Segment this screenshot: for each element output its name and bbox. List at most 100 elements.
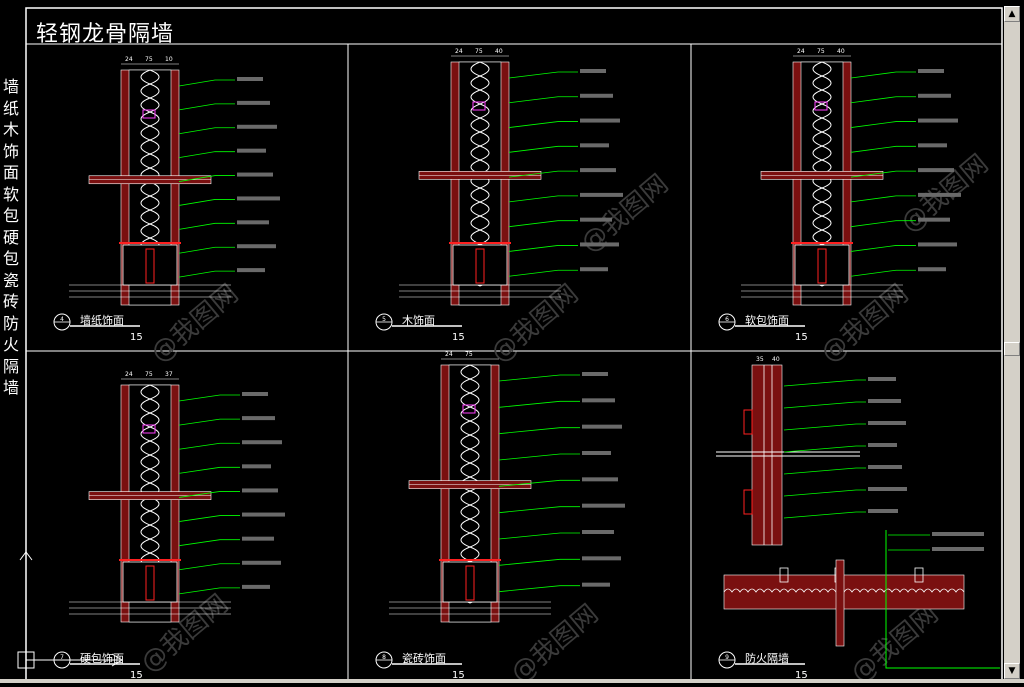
leader-note	[868, 509, 898, 513]
clip-mark	[472, 101, 486, 111]
leader-line	[178, 418, 240, 426]
leader-note	[582, 372, 608, 376]
dimension-label: 24	[125, 56, 133, 63]
anchor-bolt	[817, 248, 827, 284]
leader-line	[508, 71, 578, 79]
leader-note	[580, 93, 613, 98]
section-name: 防火隔墙	[745, 651, 789, 665]
side-title-char: 木	[2, 120, 19, 139]
dimension-label: 75	[145, 371, 153, 378]
leader-note	[868, 377, 896, 381]
leader-note	[242, 416, 275, 421]
section-scale: 15	[795, 670, 808, 681]
fire-clip	[743, 409, 753, 435]
leader-note	[582, 530, 614, 534]
side-title-char: 墙	[2, 378, 19, 397]
leader-note	[918, 168, 954, 173]
section-scale: 15	[795, 332, 808, 343]
side-title-char: 纸	[2, 98, 19, 118]
leader-note	[237, 148, 266, 153]
side-title-char: 包	[2, 249, 19, 268]
leader-note	[918, 143, 947, 148]
leader-line	[783, 445, 866, 453]
leader-line	[850, 96, 916, 104]
leader-note	[582, 398, 615, 403]
leader-note	[918, 118, 958, 123]
dimension-label: 40	[772, 356, 780, 363]
leader-line	[498, 427, 580, 435]
leader-note	[580, 192, 623, 197]
leader-note	[242, 584, 270, 589]
leader-line	[885, 530, 1000, 669]
leader-line	[850, 121, 916, 128]
bottom-track	[442, 561, 498, 603]
leader-line	[850, 145, 916, 153]
dimension-label: 24	[125, 371, 133, 378]
side-title-char: 隔	[2, 356, 19, 376]
watermark-text: @我图网	[845, 599, 944, 683]
leader-note	[242, 392, 268, 396]
leader-line	[178, 587, 240, 595]
leader-note	[918, 217, 950, 222]
anchor-bolt	[145, 565, 155, 601]
floor-anchor	[914, 567, 924, 583]
anchor-bolt	[465, 565, 475, 601]
wall-section-9: 35 40 9 防火隔墙 15	[716, 356, 1000, 681]
leader-note	[237, 196, 280, 201]
dimension-label: 40	[837, 48, 845, 55]
dimension-label: 37	[165, 371, 173, 378]
side-title-char: 软	[2, 184, 19, 204]
leader-line	[498, 585, 580, 593]
leader-line	[508, 220, 578, 228]
section-number: 9	[725, 654, 729, 661]
leader-note	[582, 582, 610, 587]
leader-note	[582, 451, 611, 455]
watermark-text: @我图网	[505, 599, 604, 683]
leader-note	[242, 464, 271, 469]
section-number: 8	[382, 654, 386, 661]
scroll-down-button[interactable]: ▼	[1004, 663, 1020, 679]
section-scale: 15	[130, 332, 143, 343]
leader-line	[178, 175, 235, 182]
vertical-scrollbar[interactable]: ▲ ▼	[1004, 6, 1020, 679]
leader-note	[580, 168, 616, 173]
leader-note	[582, 477, 618, 482]
leader-line	[178, 491, 240, 498]
ucs-icon	[17, 551, 123, 669]
leader-note	[582, 424, 622, 429]
clip-mark	[462, 404, 476, 414]
scroll-up-button[interactable]: ▲	[1004, 6, 1020, 22]
scroll-thumb[interactable]	[1004, 342, 1020, 356]
leader-note	[932, 532, 984, 536]
leader-note	[237, 100, 270, 105]
leader-line	[850, 71, 916, 79]
leader-line	[498, 400, 580, 408]
leader-note	[918, 242, 957, 247]
leader-line	[178, 539, 240, 547]
section-number: 5	[382, 316, 386, 323]
leader-note	[918, 93, 951, 98]
side-title-char: 面	[2, 163, 19, 182]
leader-line	[178, 103, 235, 111]
dimension-label: 75	[817, 48, 825, 55]
leader-note	[868, 465, 902, 469]
horizontal-scrollbar[interactable]	[0, 679, 1024, 683]
leader-line	[498, 453, 580, 461]
leader-line	[850, 220, 916, 228]
leader-note	[580, 118, 620, 123]
side-title: 墙纸木饰面软包硬包瓷砖防火隔墙	[2, 76, 20, 399]
leader-line	[850, 170, 916, 178]
leader-line	[850, 195, 916, 203]
leader-note	[868, 399, 901, 403]
leader-note	[580, 242, 619, 247]
dimension-label: 35	[756, 356, 764, 363]
leader-note	[868, 443, 897, 447]
section-name: 瓷砖饰面	[402, 651, 446, 665]
section-scale: 15	[452, 332, 465, 343]
dimension-label: 24	[455, 48, 463, 55]
leader-note	[868, 487, 907, 491]
